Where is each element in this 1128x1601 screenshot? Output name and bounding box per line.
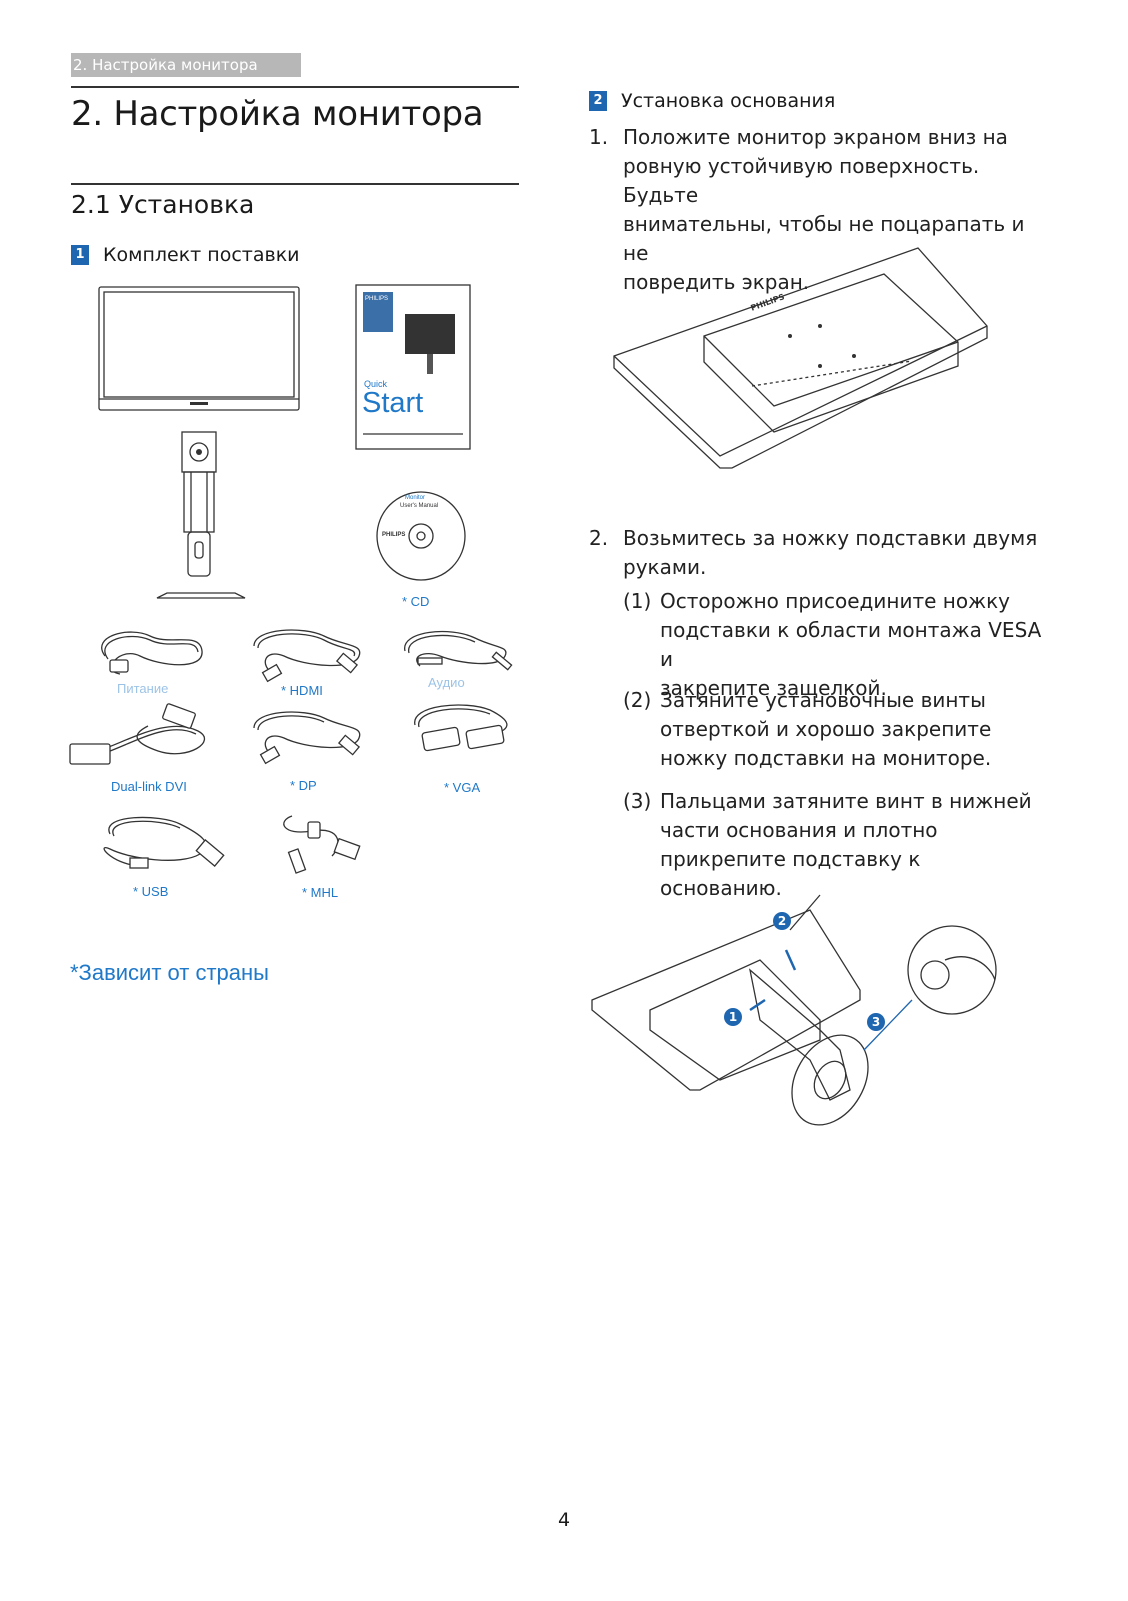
mhl-cable-drawing [283, 815, 361, 874]
booklet-start: Start [362, 387, 424, 419]
callout-1: 1 [724, 1008, 742, 1026]
audio-cable-drawing [404, 630, 513, 671]
caption-audio: Аудио [428, 675, 465, 690]
substep-3: (3) Пальцами затяните винт в нижней част… [623, 787, 1043, 900]
caption-vga: * VGA [444, 780, 481, 795]
step-line: Пальцами затяните винт в нижней [660, 789, 1032, 813]
step-1: 1. Положите монитор экраном вниз на ровн… [589, 123, 1049, 294]
hdmi-cable-drawing [253, 629, 361, 683]
step-number: 2. [589, 526, 609, 550]
stand-attach-drawing [591, 894, 997, 1126]
step-line: повредить экран. [623, 270, 810, 294]
substep-number: (1) [623, 589, 652, 613]
substep-1: (1) Осторожно присоедините ножку подстав… [623, 587, 1043, 700]
section-badge: 1 [71, 245, 89, 265]
caption-mhl: * MHL [302, 885, 339, 900]
section-badge: 2 [589, 91, 607, 111]
chapter-rule [71, 86, 519, 88]
caption-usb: * USB [133, 884, 169, 899]
section-rule [71, 183, 519, 185]
step-line: части основания и плотно [660, 818, 938, 842]
step-2: 2. Возьмитесь за ножку подставки двумя р… [589, 524, 1049, 584]
chapter-title: 2. Настройка монитора [71, 94, 484, 134]
power-cable-drawing [101, 631, 203, 675]
step-line: ровную устойчивую поверхность. Будьте [623, 154, 980, 207]
disc-brand: PHILIPS [382, 532, 406, 538]
section-title: 2.1 Установка [71, 190, 255, 219]
caption-cd: * CD [402, 594, 430, 609]
step-line: ножку подставки на мониторе. [660, 746, 992, 770]
caption-power: Питание [117, 681, 169, 696]
step-line: Возьмитесь за ножку подставки двумя [623, 526, 1038, 550]
monitor-front-drawing [98, 286, 300, 411]
running-header: 2. Настройка монитора [71, 53, 301, 77]
callout-2: 2 [773, 912, 791, 930]
step-number: 1. [589, 125, 609, 149]
substep-number: (3) [623, 789, 652, 813]
page-number: 4 [557, 1509, 571, 1531]
package-title: Комплект поставки [103, 244, 300, 266]
step-line: отверткой и хорошо закрепите [660, 717, 992, 741]
cd-disc-drawing [376, 491, 466, 581]
booklet-quick: Quick [364, 379, 388, 389]
disc-line1: Monitor [405, 495, 426, 501]
vga-cable-drawing [414, 704, 508, 752]
base-heading: 2 Установка основания [589, 90, 835, 112]
caption-dp: * DP [290, 778, 317, 793]
caption-dvi: Dual-link DVI [111, 779, 187, 794]
step-line: Осторожно присоедините ножку [660, 589, 1011, 613]
usb-cable-drawing [103, 816, 225, 869]
country-note: *Зависит от страны [70, 960, 269, 985]
booklet-brand: PHILIPS [365, 296, 389, 302]
dvi-cable-drawing [69, 703, 206, 765]
quick-start-booklet-drawing [355, 284, 471, 450]
step-line: руками. [623, 555, 707, 579]
disc-line2: User's Manual [400, 503, 439, 509]
base-title: Установка основания [621, 90, 836, 112]
step-line: подставки к области монтажа VESA и [660, 618, 1042, 671]
step-line: Затяните установочные винты [660, 688, 986, 712]
step-line: закрепите защелкой. [660, 676, 887, 700]
substep-2: (2) Затяните установочные винты отвертко… [623, 686, 1043, 776]
monitor-facedown-drawing [613, 247, 988, 469]
package-heading: 1 Комплект поставки [71, 244, 300, 266]
substep-number: (2) [623, 688, 652, 712]
caption-hdmi: * HDMI [281, 683, 323, 698]
dp-cable-drawing [253, 711, 361, 765]
callout-3: 3 [867, 1013, 885, 1031]
step-line: Положите монитор экраном вниз на [623, 125, 1008, 149]
stand-drawing [156, 431, 246, 599]
step-line: внимательны, чтобы не поцарапать и не [623, 212, 1025, 265]
step-line: прикрепите подставку к основанию. [660, 847, 921, 900]
